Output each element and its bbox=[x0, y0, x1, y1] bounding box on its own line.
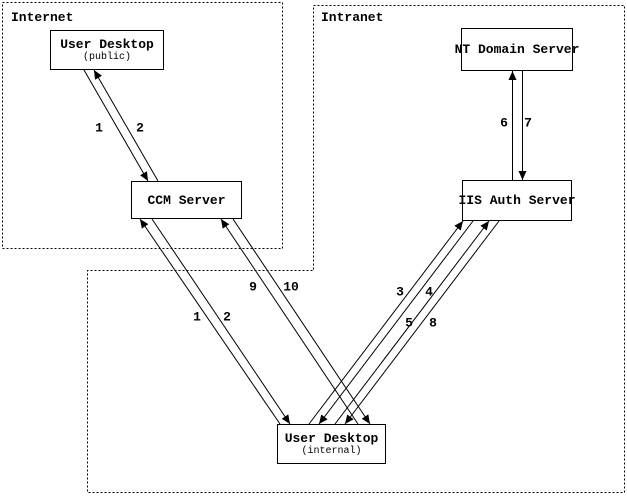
internet-zone-border bbox=[2, 2, 283, 249]
internet-zone-label: Internet bbox=[11, 10, 74, 25]
connector-9-internal-to-ccm bbox=[220, 218, 359, 425]
connector-8-iis-to-internal bbox=[344, 220, 500, 425]
node-nt-domain-server: NT Domain Server bbox=[455, 28, 579, 71]
node-title: NT Domain Server bbox=[454, 42, 580, 57]
flow-label-2-public: 2 bbox=[136, 120, 144, 136]
node-iis-auth-server: IIS Auth Server bbox=[458, 180, 576, 221]
flow-label-7: 7 bbox=[524, 115, 532, 131]
connector-4-iis-to-internal bbox=[318, 220, 474, 425]
flow-label-3: 3 bbox=[396, 284, 404, 300]
intranet-zone-label: Intranet bbox=[321, 10, 384, 25]
flow-label-5: 5 bbox=[405, 315, 413, 331]
connector-2-ccm-to-public bbox=[93, 69, 159, 182]
connector-5-internal-to-iis bbox=[334, 220, 490, 425]
node-subtitle: (public) bbox=[82, 52, 131, 63]
flow-label-9: 9 bbox=[249, 279, 257, 295]
flow-label-1-internal: 1 bbox=[193, 309, 201, 325]
flow-label-2-internal: 2 bbox=[223, 309, 231, 325]
node-ccm-server: CCM Server bbox=[131, 181, 242, 219]
flow-label-10: 10 bbox=[283, 279, 299, 295]
connector-1-public-to-ccm bbox=[83, 69, 149, 182]
connector-10-ccm-to-internal bbox=[232, 218, 371, 425]
connector-2-ccm-to-internal bbox=[151, 218, 291, 425]
node-user-desktop-public: User Desktop (public) bbox=[50, 30, 164, 70]
flow-label-1-public: 1 bbox=[95, 120, 103, 136]
flow-label-6: 6 bbox=[500, 115, 508, 131]
connector-3-internal-to-iis bbox=[308, 220, 464, 425]
node-title: User Desktop bbox=[284, 431, 379, 446]
connector-1-internal-to-ccm bbox=[139, 218, 281, 425]
flow-label-8: 8 bbox=[429, 315, 437, 331]
node-user-desktop-internal: User Desktop (internal) bbox=[277, 424, 386, 464]
flow-label-4: 4 bbox=[425, 284, 433, 300]
node-subtitle: (internal) bbox=[301, 446, 362, 457]
node-title: User Desktop bbox=[60, 37, 154, 52]
node-title: IIS Auth Server bbox=[458, 193, 576, 208]
node-title: CCM Server bbox=[147, 192, 226, 208]
